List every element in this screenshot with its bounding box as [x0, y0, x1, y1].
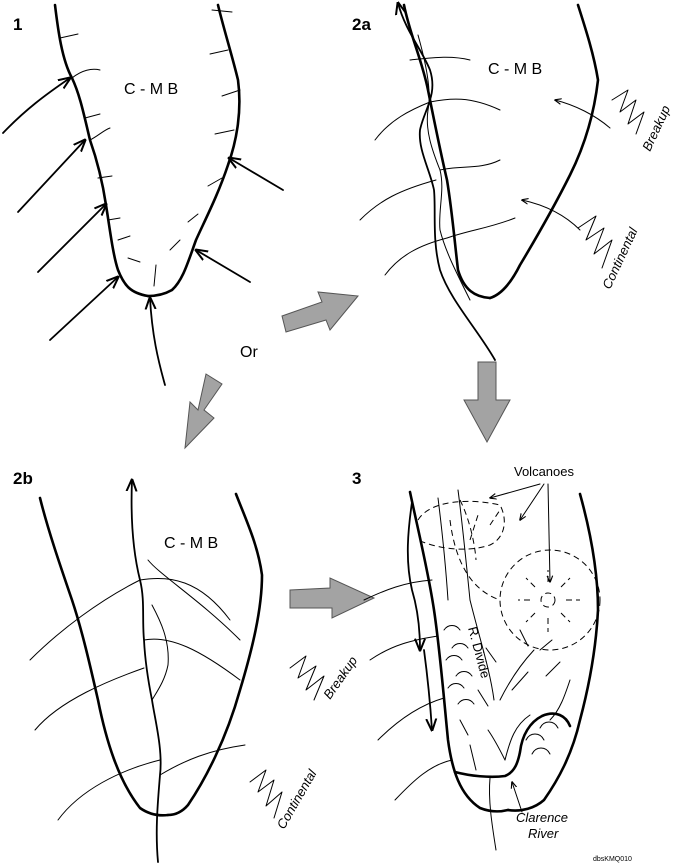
- clarence-river-label-line2: River: [528, 826, 559, 841]
- panel-1: 1 C - M B: [2, 3, 284, 386]
- clarence-river-outflow: [488, 777, 497, 851]
- panel-1-basin-margin-west: [53, 3, 150, 298]
- panel-3-west-drainage: [363, 579, 453, 801]
- panel-1-basin-margin-east: [146, 3, 241, 298]
- clarence-river-pointer: [512, 782, 523, 813]
- panel-1-inflow-arrow: [37, 204, 106, 273]
- panel-2b-basin-label: C - M B: [164, 535, 218, 552]
- panel-2a-inflow-arrow: [522, 200, 581, 231]
- panel-3-basin-margin-west: [408, 490, 510, 813]
- clarence-river-label-line1: Clarence: [516, 810, 568, 825]
- panel-2a-inflow-arrow: [555, 100, 611, 129]
- clarence-river: [453, 712, 572, 779]
- panel-2b: 2b C - M B Breakup Continental: [13, 469, 360, 863]
- panel-3-number: 3: [352, 469, 361, 488]
- volcano-pointer-arrow: [520, 483, 545, 520]
- panel-1-number: 1: [13, 15, 22, 34]
- panel-2a-number: 2a: [352, 15, 371, 34]
- or-label: Or: [240, 344, 258, 361]
- panel-2a-tributaries: [359, 56, 516, 276]
- panel-2b-breakup-label: Breakup: [320, 653, 360, 701]
- panel-1-inflow-arrow: [2, 78, 70, 134]
- panel-1-inflow-arrow: [49, 277, 118, 341]
- panel-2a-breakup-zigzag: [611, 89, 645, 135]
- arrow-2b-to-3: [289, 577, 376, 619]
- panel-2b-breakup-zigzag: [289, 655, 325, 701]
- panel-2b-river-channel: [151, 604, 169, 701]
- arrow-2a-to-3: [463, 361, 511, 444]
- panel-1-tributaries: [59, 9, 241, 287]
- panel-2a-basin-margin-east: [488, 3, 600, 300]
- panel-2a-continental-zigzag: [577, 215, 613, 269]
- volcano-small: [417, 500, 505, 550]
- connectors: Or: [184, 291, 511, 619]
- volcano-large: [499, 549, 601, 651]
- river-divide-arcs: [443, 625, 559, 755]
- panel-3-northward-river: [406, 501, 420, 650]
- panel-2b-continental-label: Continental: [274, 766, 320, 831]
- panel-3-basin-margin-east: [506, 492, 600, 812]
- panel-2b-continental-zigzag: [249, 769, 283, 819]
- panel-1-inflow-arrow: [17, 140, 85, 213]
- panel-2a-basin-label: C - M B: [488, 61, 542, 78]
- figure-credit: dbsKMQ010: [593, 856, 632, 863]
- panel-2b-tributaries: [29, 559, 246, 821]
- panel-2b-main-river: [132, 480, 162, 863]
- volcano-pointer-arrow: [490, 483, 541, 498]
- panel-1-inflow-arrow: [196, 250, 251, 283]
- panel-2b-basin-margin-west: [38, 496, 170, 817]
- panel-3: 3 Volcanoes: [352, 464, 601, 851]
- panel-2a-basin-margin-west: [402, 3, 492, 300]
- panel-2b-number: 2b: [13, 469, 33, 488]
- panel-2b-basin-margin-east: [166, 492, 264, 817]
- arrow-1-to-2a: [281, 291, 359, 333]
- panel-2a-breakup-label: Breakup: [639, 103, 673, 153]
- panel-1-inflow-arrow: [150, 298, 166, 386]
- panel-1-basin-label: C - M B: [124, 81, 178, 98]
- panel-2a: 2a C - M B Breakup Continental: [352, 3, 673, 361]
- panel-3-tributaries: [437, 489, 571, 771]
- volcano-pointer-arrow: [548, 483, 550, 582]
- arrow-1-to-2b: [184, 373, 223, 450]
- panel-2a-main-river: [398, 3, 496, 361]
- panel-3-volcanoes-label: Volcanoes: [514, 464, 574, 479]
- panel-1-inflow-arrow: [229, 158, 284, 191]
- panel-3-southward-river: [423, 649, 432, 730]
- volcano-medium: [449, 499, 501, 601]
